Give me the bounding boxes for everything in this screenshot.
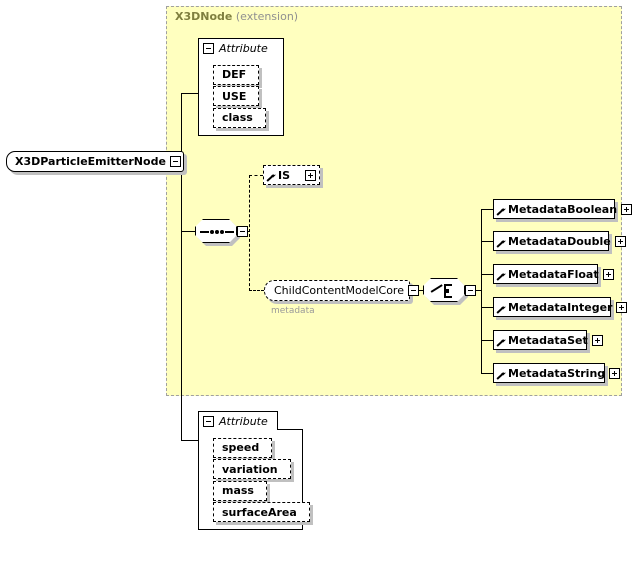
attribute-group-header-bottom[interactable]: Attribute	[198, 411, 278, 430]
element-metadatafloat-expand-toggle[interactable]	[602, 268, 614, 280]
element-metadataset-expand-toggle[interactable]	[591, 334, 603, 346]
type-reference-arrow-icon	[497, 371, 506, 380]
attribute-group-label-top: Attribute	[219, 41, 268, 55]
connector-to-metadatadouble	[481, 241, 493, 242]
sequence-collapse-toggle[interactable]	[237, 225, 248, 237]
connector-to-metadataset	[481, 340, 493, 341]
group-ref-sublabel: metadata	[271, 306, 315, 316]
type-reference-arrow-icon	[497, 338, 506, 347]
attribute-group-label-bottom: Attribute	[219, 414, 268, 428]
element-metadatadouble[interactable]: MetadataDouble	[493, 231, 626, 251]
connector-choice-fan-vertical	[481, 209, 482, 374]
attribute-group-body-bottom: speed variation mass surfaceArea	[198, 429, 310, 530]
element-metadatastring-label: MetadataString	[508, 366, 606, 380]
root-element-collapse-toggle[interactable]	[169, 156, 181, 167]
connector-to-sequence	[181, 231, 195, 232]
connector-to-metadatafloat	[481, 274, 493, 275]
attribute-def[interactable]: DEF	[213, 64, 260, 85]
attribute-class-label: class	[222, 111, 253, 124]
sequence-icon[interactable]	[195, 219, 237, 243]
element-metadatadouble-label: MetadataDouble	[508, 234, 611, 248]
root-element-label: X3DParticleEmitterNode	[15, 155, 166, 168]
attribute-speed[interactable]: speed	[213, 437, 273, 458]
attribute-variation[interactable]: variation	[213, 459, 291, 479]
attribute-variation-label: variation	[222, 462, 278, 476]
choice-collapse-toggle[interactable]	[465, 284, 476, 296]
group-ref-label: ChildContentModelCore	[274, 284, 404, 297]
connector-to-attribute-group-bottom	[181, 440, 198, 441]
element-metadatadouble-expand-toggle[interactable]	[614, 235, 626, 247]
sequence-compositor[interactable]	[195, 219, 248, 246]
attribute-use[interactable]: USE	[213, 86, 260, 106]
root-element[interactable]: X3DParticleEmitterNode	[6, 151, 184, 172]
extension-panel-title: X3DNode (extension)	[175, 10, 298, 23]
element-metadataboolean[interactable]: MetadataBoolean	[493, 199, 633, 219]
type-reference-arrow-icon	[497, 305, 506, 314]
type-reference-arrow-icon	[497, 239, 506, 248]
element-metadataboolean-expand-toggle[interactable]	[621, 203, 633, 215]
element-metadataset[interactable]: MetadataSet	[493, 330, 603, 350]
attribute-surfacearea-label: surfaceArea	[222, 505, 297, 519]
element-is-expand-toggle[interactable]	[305, 169, 316, 181]
group-ref-childcontentmodelcore[interactable]: ChildContentModelCore	[264, 280, 419, 301]
connector-to-metadataboolean	[481, 209, 493, 210]
attribute-speed-label: speed	[222, 441, 260, 454]
root-element-box[interactable]: X3DParticleEmitterNode	[6, 151, 184, 172]
attribute-mass[interactable]: mass	[213, 480, 267, 501]
group-ref-collapse-toggle[interactable]	[407, 285, 419, 296]
element-is[interactable]: IS	[263, 165, 320, 185]
type-reference-arrow-icon	[497, 272, 506, 281]
element-metadatastring[interactable]: MetadataString	[493, 363, 621, 383]
connector-sequence-branch-vertical	[249, 175, 250, 291]
attribute-group-header-top[interactable]: Attribute	[198, 38, 284, 57]
element-metadatainteger-expand-toggle[interactable]	[616, 301, 628, 313]
attribute-group-toggle-bottom[interactable]	[203, 415, 214, 427]
attribute-class[interactable]: class	[213, 107, 266, 128]
attribute-def-label: DEF	[222, 68, 247, 81]
element-metadatainteger-label: MetadataInteger	[508, 300, 613, 314]
connector-branch-to-is	[249, 175, 263, 176]
connector-trunk-vertical	[181, 93, 182, 441]
element-metadatastring-expand-toggle[interactable]	[609, 367, 621, 379]
attribute-use-label: USE	[222, 89, 247, 103]
connector-to-metadatastring	[481, 373, 493, 374]
attribute-surfacearea[interactable]: surfaceArea	[213, 502, 310, 522]
type-reference-arrow-icon	[267, 173, 276, 182]
connector-to-metadatainteger	[481, 307, 493, 308]
inherited-attribute-group: Attribute DEF USE class	[198, 38, 284, 136]
element-metadataset-label: MetadataSet	[508, 333, 588, 347]
element-metadataboolean-label: MetadataBoolean	[508, 202, 618, 216]
element-metadatafloat-label: MetadataFloat	[508, 267, 599, 281]
choice-icon[interactable]	[423, 278, 465, 302]
own-attribute-group: Attribute speed variation mass surfaceAr…	[198, 411, 310, 530]
extension-base-type: X3DNode	[175, 10, 233, 23]
type-reference-arrow-icon	[497, 207, 506, 216]
attribute-group-toggle-top[interactable]	[203, 42, 214, 54]
element-metadatainteger[interactable]: MetadataInteger	[493, 297, 628, 317]
element-metadatafloat[interactable]: MetadataFloat	[493, 264, 614, 284]
choice-compositor[interactable]	[423, 278, 476, 305]
connector-branch-to-childcontentmodelcore	[249, 290, 264, 291]
element-is-label: IS	[278, 168, 291, 182]
attribute-group-body-top: DEF USE class	[198, 56, 284, 136]
extension-qualifier: (extension)	[235, 10, 299, 23]
connector-to-attribute-group-top	[181, 93, 198, 94]
attribute-mass-label: mass	[222, 484, 254, 497]
